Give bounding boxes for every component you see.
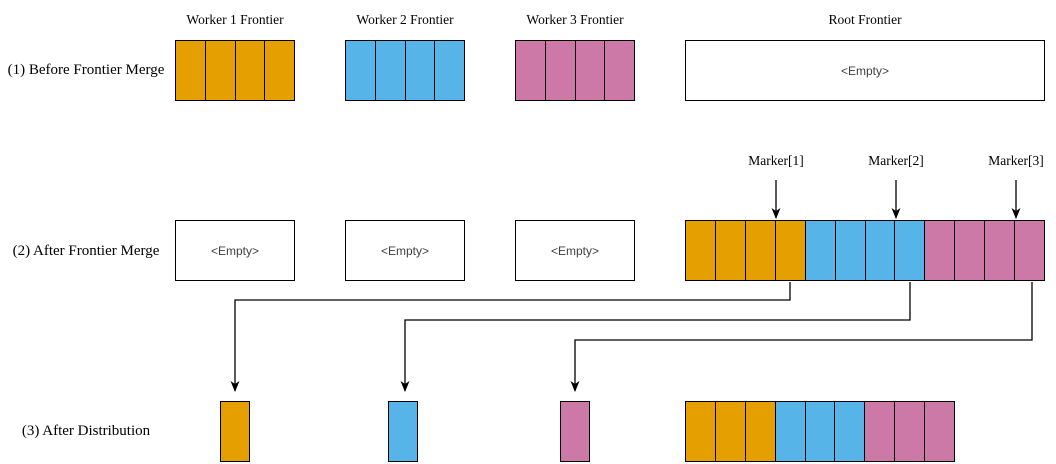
frontier-cell-worker2 (374, 41, 405, 100)
frontier-cell-worker3 (561, 402, 589, 461)
frontier-cell-worker3 (954, 221, 985, 280)
frontier-cell-worker1 (234, 41, 265, 100)
frontier-cell-worker2 (774, 402, 805, 461)
worker2-empty-label: <Empty> (380, 243, 430, 258)
worker3-empty-label: <Empty> (550, 243, 600, 258)
frontier-cell-worker3 (984, 221, 1015, 280)
frontier-cell-worker2 (404, 41, 435, 100)
marker1-label: Marker[1] (748, 153, 804, 168)
worker2-frontier-after-box: <Empty> (345, 220, 465, 281)
frontier-cell-worker2 (434, 41, 464, 100)
frontier-cell-worker1 (744, 402, 775, 461)
worker3-frontier-after-box: <Empty> (515, 220, 635, 281)
frontier-cell-worker1 (264, 41, 294, 100)
worker1-frontier-after-box: <Empty> (175, 220, 295, 281)
root-frontier-remaining-box (685, 401, 955, 462)
worker1-frontier-title: Worker 1 Frontier (186, 12, 284, 27)
marker3-label: Marker[3] (988, 153, 1044, 168)
worker3-distributed-cell-box (560, 401, 590, 462)
row-label-after-distribution: (3) After Distribution (21, 423, 151, 439)
marker2-label: Marker[2] (868, 153, 924, 168)
frontier-cell-worker3 (1014, 221, 1045, 280)
root-frontier-before-box: <Empty> (685, 40, 1045, 101)
worker1-frontier-before-box (175, 40, 295, 101)
frontier-cell-worker2 (804, 221, 835, 280)
frontier-cell-worker3 (864, 402, 895, 461)
root-frontier-title: Root Frontier (828, 12, 902, 27)
worker3-frontier-before-box (515, 40, 635, 101)
worker2-distributed-cell-box (388, 401, 418, 462)
frontier-cell-worker3 (924, 221, 955, 280)
distribute-worker2-connector (400, 282, 911, 392)
frontier-cell-worker2 (894, 221, 925, 280)
frontier-cell-worker1 (176, 41, 205, 100)
row-label-before-merge: (1) Before Frontier Merge (7, 62, 165, 78)
frontier-cell-worker1 (686, 221, 715, 280)
worker3-frontier-title: Worker 3 Frontier (526, 12, 624, 27)
frontier-cell-worker1 (774, 221, 805, 280)
frontier-cell-worker2 (804, 402, 835, 461)
frontier-cell-worker3 (516, 41, 545, 100)
frontier-cell-worker2 (389, 402, 417, 461)
root-frontier-empty-label: <Empty> (840, 63, 890, 78)
frontier-cell-worker1 (686, 402, 715, 461)
frontier-cell-worker1 (221, 402, 249, 461)
worker1-distributed-cell-box (220, 401, 250, 462)
frontier-cell-worker2 (346, 41, 375, 100)
frontier-cell-worker1 (744, 221, 775, 280)
frontier-cell-worker2 (834, 402, 865, 461)
frontier-cell-worker3 (894, 402, 925, 461)
frontier-cell-worker3 (574, 41, 605, 100)
frontier-cell-worker1 (714, 221, 745, 280)
frontier-cell-worker1 (714, 402, 745, 461)
frontier-cell-worker3 (544, 41, 575, 100)
worker1-empty-label: <Empty> (210, 243, 260, 258)
frontier-cell-worker2 (834, 221, 865, 280)
distribute-worker1-connector (230, 282, 791, 392)
frontier-cell-worker2 (864, 221, 895, 280)
row-label-after-merge: (2) After Frontier Merge (12, 243, 160, 259)
root-frontier-merged-box (685, 220, 1045, 281)
distribute-worker3-connector (570, 282, 1033, 392)
frontier-cell-worker1 (204, 41, 235, 100)
frontier-cell-worker3 (924, 402, 955, 461)
frontier-cell-worker3 (604, 41, 634, 100)
worker2-frontier-title: Worker 2 Frontier (356, 12, 454, 27)
worker2-frontier-before-box (345, 40, 465, 101)
